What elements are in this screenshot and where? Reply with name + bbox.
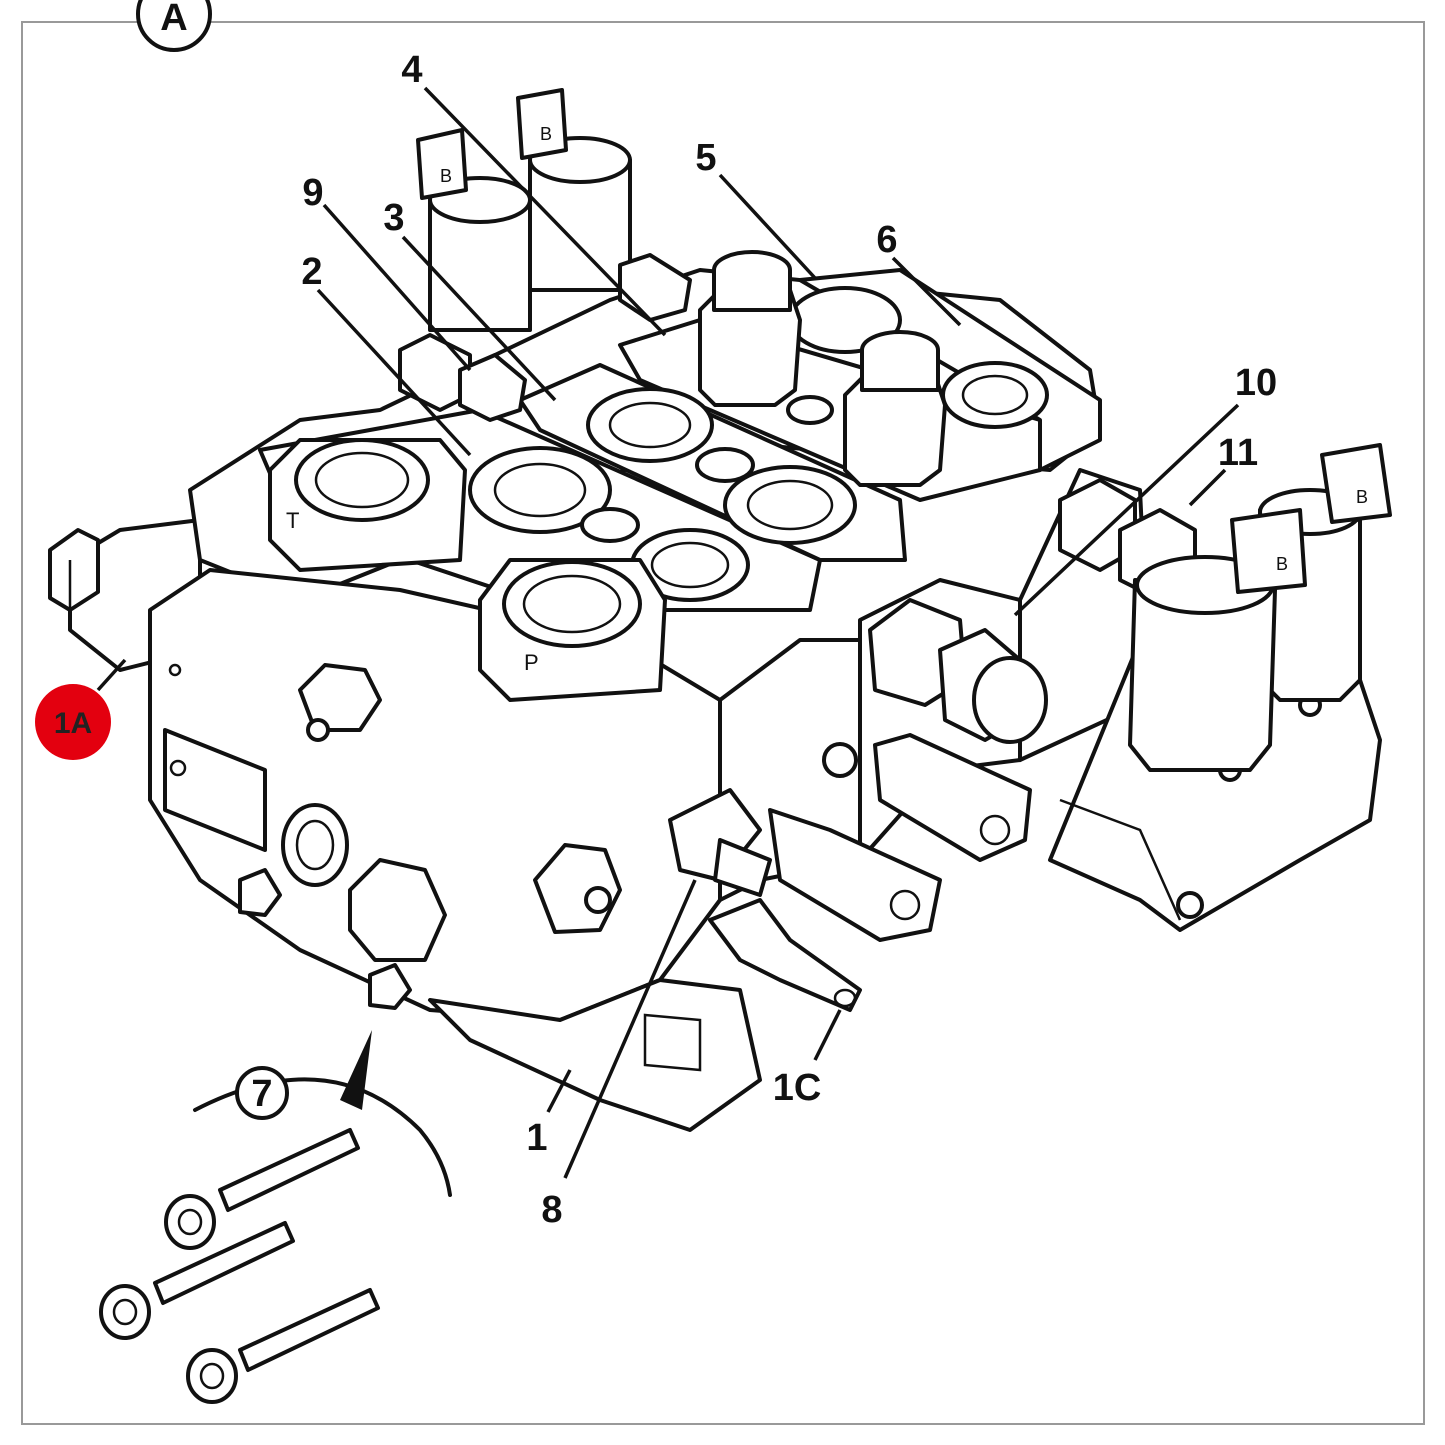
tank-port: T xyxy=(268,438,467,572)
leader-lines xyxy=(96,86,1240,1179)
pressure-port-mark: P xyxy=(524,650,539,675)
callout-5: 5 xyxy=(695,137,716,179)
solenoid-left-front xyxy=(416,128,532,332)
port-fitting-left xyxy=(698,250,802,407)
callout-10: 10 xyxy=(1235,362,1277,404)
large-hex-plug xyxy=(348,858,447,962)
tie-rod xyxy=(153,1128,380,1372)
callout-1: 1 xyxy=(526,1117,547,1159)
callout-1a: 1A xyxy=(54,707,92,740)
callout-1c: 1C xyxy=(773,1067,822,1109)
tie-rod-kit xyxy=(99,1030,452,1404)
kit-arc xyxy=(193,1077,452,1197)
callout-9: 9 xyxy=(302,172,323,214)
solenoid-left-rear xyxy=(516,88,632,292)
connector-mark: B xyxy=(1276,554,1288,574)
view-tag: A xyxy=(136,0,212,52)
highlight-dot xyxy=(35,684,111,760)
callout-7: 7 xyxy=(235,1066,289,1120)
valve-assembly: T P xyxy=(48,88,1392,1132)
connector-marks: B B B B xyxy=(440,124,1368,574)
port-fitting-right xyxy=(843,330,947,487)
side-port xyxy=(281,803,349,887)
name-plate xyxy=(163,728,267,852)
relief-cap xyxy=(972,656,1048,744)
solenoid-right-front xyxy=(1128,508,1307,772)
view-tag-label: A xyxy=(160,0,187,39)
callout-6: 6 xyxy=(876,219,897,261)
kit-arrow xyxy=(340,1030,372,1110)
connector-mark: B xyxy=(1356,487,1368,507)
connector-mark: B xyxy=(540,124,552,144)
spool-end-section-3 xyxy=(873,733,1032,862)
callout-7-label: 7 xyxy=(251,1073,272,1115)
drawing-frame xyxy=(21,21,1425,1425)
hex-nut xyxy=(99,1194,238,1404)
callout-3: 3 xyxy=(383,197,404,239)
connector-mark: B xyxy=(440,166,452,186)
callout-labels: 4 5 6 9 3 2 10 11 1C 1 8 7 1A xyxy=(35,49,1277,1231)
spool-end-section-2 xyxy=(768,808,942,942)
pressure-port: P xyxy=(478,558,667,702)
callout-1a-highlight: 1A xyxy=(35,684,111,760)
tank-port-mark: T xyxy=(286,508,299,533)
callout-8: 8 xyxy=(541,1189,562,1231)
callout-4: 4 xyxy=(401,49,422,91)
callout-11: 11 xyxy=(1218,432,1258,474)
callout-2: 2 xyxy=(301,251,322,293)
